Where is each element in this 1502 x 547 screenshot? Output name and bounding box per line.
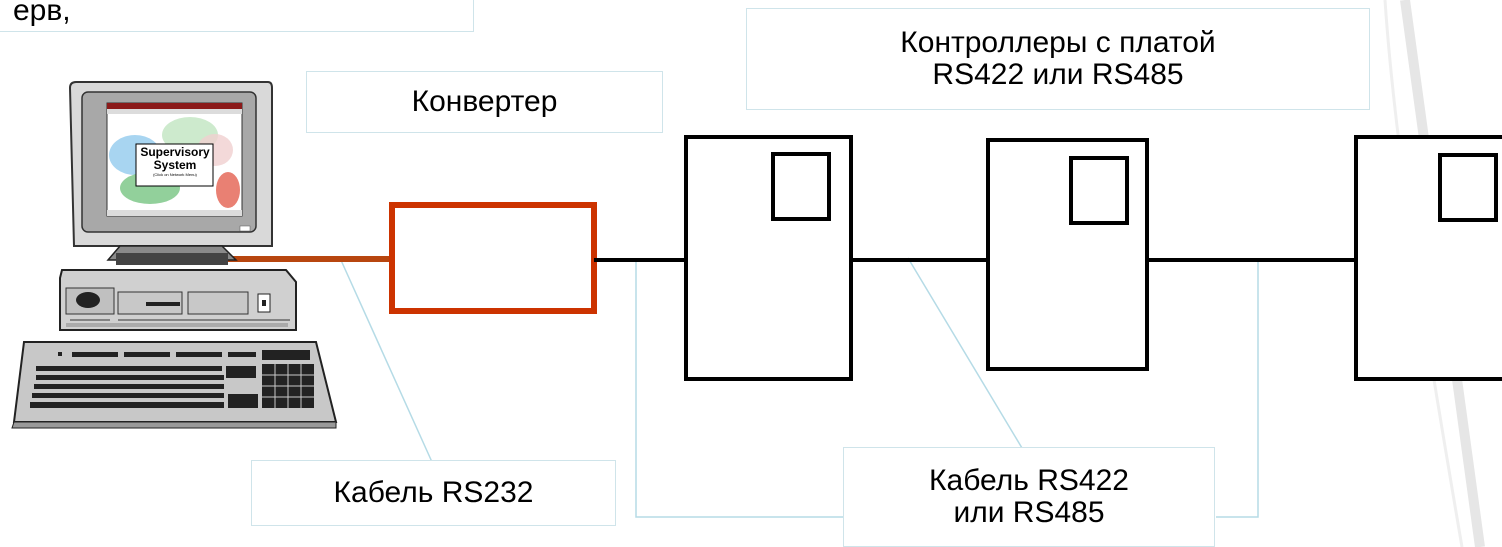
controller-3-display bbox=[1438, 153, 1498, 222]
controller-1-display bbox=[771, 152, 831, 221]
rs422-cable-label-line2: или RS485 bbox=[953, 496, 1105, 529]
desktop-computer-icon bbox=[59, 81, 297, 331]
callout-rs422-mid bbox=[907, 257, 1023, 449]
monitor-screen-text: Supervisory System (Click on Network Men… bbox=[137, 146, 213, 178]
converter-box bbox=[389, 202, 597, 314]
callout-rs422-left bbox=[635, 260, 846, 518]
callout-rs232 bbox=[339, 257, 433, 463]
rs232-cable-label-text: Кабель RS232 bbox=[333, 476, 534, 509]
controller-1 bbox=[684, 135, 853, 381]
controller-3 bbox=[1354, 135, 1502, 381]
top-left-label-text: ерв, bbox=[13, 0, 71, 27]
monitor-title: Supervisory bbox=[140, 145, 210, 159]
monitor-subtitle: (Click on Network Menu) bbox=[153, 172, 197, 177]
controllers-label-line2: RS422 или RS485 bbox=[932, 58, 1184, 91]
controller-2-display bbox=[1069, 156, 1129, 225]
controllers-label: Контроллеры с платой RS422 или RS485 bbox=[746, 8, 1370, 110]
rs232-cable-label: Кабель RS232 bbox=[251, 460, 616, 526]
keyboard-icon bbox=[11, 341, 338, 429]
monitor-title-2: System bbox=[153, 158, 197, 172]
callout-rs422-right bbox=[1216, 260, 1259, 518]
converter-label: Конвертер bbox=[306, 71, 663, 133]
controller-2 bbox=[986, 138, 1149, 371]
rs422-cable-label: Кабель RS422 или RS485 bbox=[843, 447, 1215, 547]
converter-label-text: Конвертер bbox=[411, 85, 558, 118]
controllers-label-line1: Контроллеры с платой bbox=[900, 26, 1216, 59]
rs422-cable-label-line1: Кабель RS422 bbox=[929, 464, 1129, 497]
top-left-label: ерв, bbox=[0, 0, 474, 32]
